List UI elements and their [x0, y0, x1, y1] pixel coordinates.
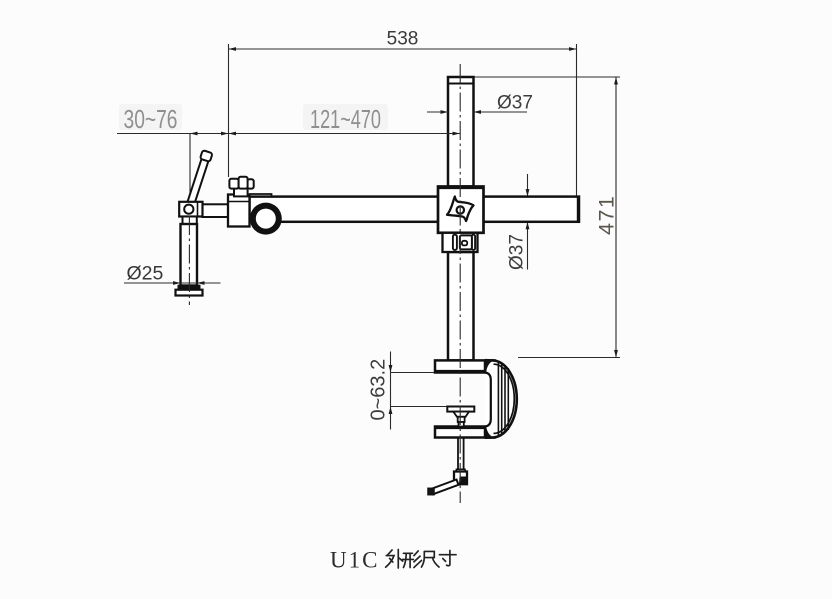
- svg-text:U1C: U1C: [330, 548, 379, 573]
- svg-text:0~63.2: 0~63.2: [368, 359, 390, 421]
- svg-text:471: 471: [595, 195, 619, 235]
- svg-text:121~470: 121~470: [310, 104, 381, 134]
- svg-text:538: 538: [387, 29, 419, 50]
- svg-text:Ø25: Ø25: [127, 263, 164, 285]
- svg-text:30~76: 30~76: [124, 104, 178, 134]
- svg-text:Ø37: Ø37: [497, 93, 533, 114]
- svg-text:Ø37: Ø37: [507, 234, 528, 270]
